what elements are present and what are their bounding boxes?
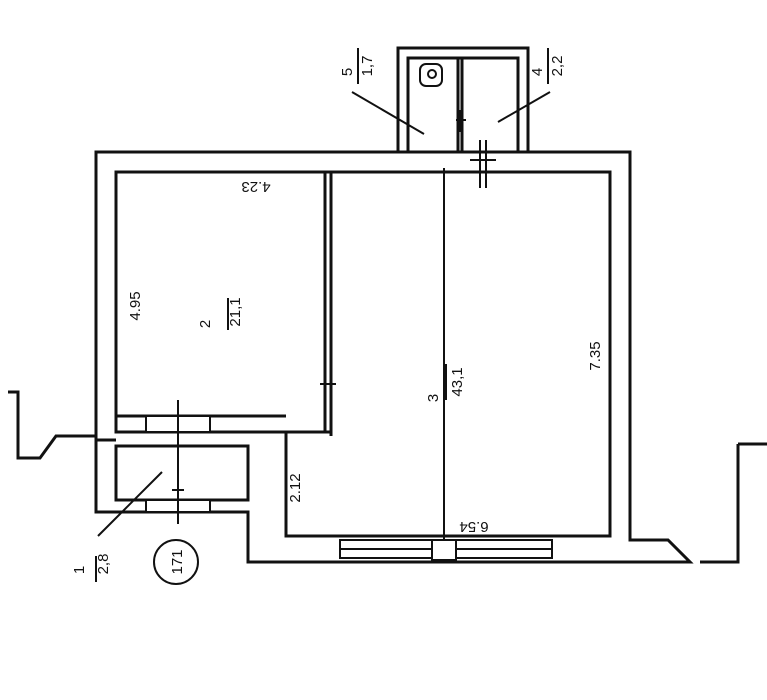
right-exterior xyxy=(700,442,767,564)
room3-width-dim: 6.54 xyxy=(459,518,488,535)
leader-room4 xyxy=(497,91,551,123)
room2-area: 21,1 xyxy=(227,297,244,326)
room5-number: 5 xyxy=(339,68,356,76)
room3-area: 43,1 xyxy=(449,367,466,396)
room2-height-dim: 4.95 xyxy=(127,291,144,320)
toilet-icon xyxy=(419,63,443,87)
corridor-height-dim: 2.12 xyxy=(287,473,304,502)
room1-area: 2,8 xyxy=(95,554,112,575)
room1-number: 1 xyxy=(71,566,88,574)
unit-number: 171 xyxy=(169,549,186,574)
inner-wall xyxy=(114,170,612,538)
room2-number: 2 xyxy=(197,320,214,328)
small-rooms-walls xyxy=(396,46,530,152)
room3-number: 3 xyxy=(425,394,442,402)
room1-walls xyxy=(114,444,250,502)
unit-number-circle xyxy=(153,539,199,585)
room4-area: 2,2 xyxy=(549,56,566,77)
room3-height-dim: 7.35 xyxy=(587,341,604,370)
door-bottom xyxy=(431,539,457,561)
leader-room5 xyxy=(351,91,425,135)
leader-room1 xyxy=(97,471,163,537)
left-exterior xyxy=(8,390,96,460)
room2-width-dim: 4.23 xyxy=(241,178,270,195)
room4-number: 4 xyxy=(529,68,546,76)
room5-area: 1,7 xyxy=(359,56,376,77)
